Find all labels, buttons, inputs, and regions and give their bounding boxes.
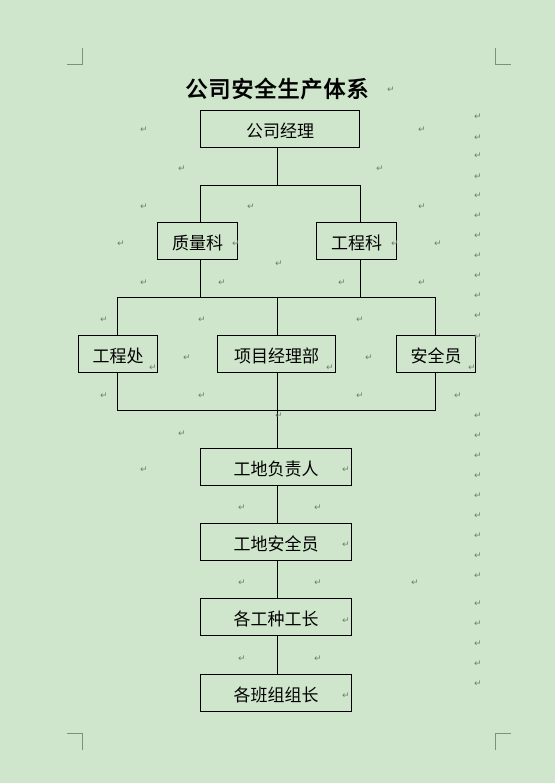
paragraph-mark: ↵ [474, 531, 482, 541]
crop-mark-top-left [67, 48, 83, 65]
paragraph-mark: ↵ [474, 332, 482, 342]
crop-mark-bottom-left [67, 733, 83, 750]
paragraph-mark: ↵ [474, 639, 482, 649]
paragraph-mark: ↵ [474, 112, 482, 122]
paragraph-mark: ↵ [454, 391, 462, 401]
paragraph-mark: ↵ [314, 578, 322, 588]
paragraph-mark: ↵ [247, 202, 255, 212]
paragraph-mark: ↵ [434, 239, 442, 249]
paragraph-mark: ↵ [218, 278, 226, 288]
box-project-manager-dept: 项目经理部 [217, 335, 336, 373]
paragraph-mark: ↵ [198, 391, 206, 401]
paragraph-mark: ↵ [474, 511, 482, 521]
paragraph-mark: ↵ [474, 679, 482, 689]
paragraph-mark: ↵ [474, 231, 482, 241]
box-safety-officer: 安全员 [396, 335, 476, 373]
box-quality-section: 质量科 [157, 222, 238, 260]
box-engineering-section: 工程科 [316, 222, 397, 260]
paragraph-mark: ↵ [342, 691, 350, 701]
paragraph-mark: ↵ [342, 540, 350, 550]
paragraph-mark: ↵ [178, 164, 186, 174]
paragraph-mark: ↵ [326, 363, 334, 373]
paragraph-mark: ↵ [140, 202, 148, 212]
paragraph-mark: ↵ [198, 315, 206, 325]
paragraph-mark: ↵ [474, 311, 482, 321]
paragraph-mark: ↵ [474, 431, 482, 441]
paragraph-mark: ↵ [418, 202, 426, 212]
paragraph-mark: ↵ [418, 125, 426, 135]
paragraph-mark: ↵ [474, 172, 482, 182]
paragraph-mark: ↵ [140, 278, 148, 288]
paragraph-mark: ↵ [418, 278, 426, 288]
paragraph-mark: ↵ [100, 315, 108, 325]
paragraph-mark: ↵ [314, 503, 322, 513]
paragraph-mark: ↵ [100, 391, 108, 401]
paragraph-mark: ↵ [232, 239, 240, 249]
paragraph-mark: ↵ [140, 125, 148, 135]
crop-mark-top-right [495, 48, 511, 65]
box-engineering-office: 工程处 [78, 335, 158, 373]
paragraph-mark: ↵ [238, 503, 246, 513]
paragraph-mark: ↵ [238, 654, 246, 664]
paragraph-mark: ↵ [474, 411, 482, 421]
paragraph-mark: ↵ [178, 429, 186, 439]
box-site-safety-officer: 工地安全员 [200, 523, 352, 561]
paragraph-mark: ↵ [411, 578, 419, 588]
paragraph-mark: ↵ [474, 251, 482, 261]
paragraph-mark: ↵ [474, 451, 482, 461]
paragraph-mark: ↵ [183, 353, 191, 363]
paragraph-mark: ↵ [474, 491, 482, 501]
paragraph-mark: ↵ [474, 599, 482, 609]
paragraph-mark: ↵ [474, 133, 482, 143]
page-title: 公司安全生产体系 [185, 77, 370, 103]
paragraph-mark: ↵ [474, 551, 482, 561]
paragraph-mark: ↵ [474, 659, 482, 669]
paragraph-mark: ↵ [342, 616, 350, 626]
paragraph-mark: ↵ [474, 191, 482, 201]
paragraph-mark: ↵ [474, 211, 482, 221]
paragraph-mark: ↵ [338, 278, 346, 288]
box-company-manager: 公司经理 [200, 110, 360, 148]
paragraph-mark: ↵ [474, 291, 482, 301]
paragraph-mark: ↵ [342, 465, 350, 475]
paragraph-mark: ↵ [365, 353, 373, 363]
paragraph-mark: ↵ [275, 411, 283, 421]
paragraph-mark: ↵ [117, 239, 125, 249]
box-trade-foremen: 各工种工长 [200, 598, 352, 636]
paragraph-mark: ↵ [474, 571, 482, 581]
crop-mark-bottom-right [495, 733, 511, 750]
paragraph-mark: ↵ [356, 391, 364, 401]
paragraph-mark: ↵ [149, 363, 157, 373]
paragraph-mark: ↵ [238, 578, 246, 588]
paragraph-mark: ↵ [468, 363, 476, 373]
paragraph-mark: ↵ [474, 619, 482, 629]
paragraph-mark: ↵ [387, 85, 395, 95]
paragraph-mark: ↵ [474, 271, 482, 281]
box-team-leaders: 各班组组长 [200, 674, 352, 712]
paragraph-mark: ↵ [391, 239, 399, 249]
paragraph-mark: ↵ [140, 465, 148, 475]
paragraph-mark: ↵ [474, 471, 482, 481]
paragraph-mark: ↵ [314, 654, 322, 664]
paragraph-mark: ↵ [356, 315, 364, 325]
paragraph-mark: ↵ [275, 259, 283, 269]
box-site-lead: 工地负责人 [200, 448, 352, 486]
paragraph-mark: ↵ [376, 164, 384, 174]
paragraph-mark: ↵ [474, 151, 482, 161]
